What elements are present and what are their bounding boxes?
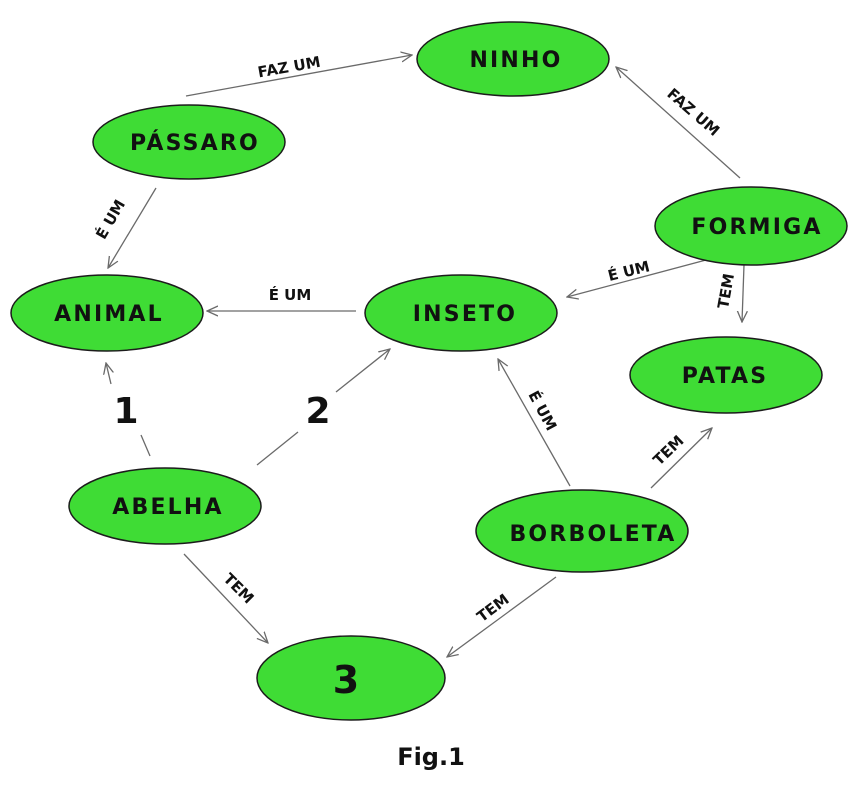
edge-passaro-animal: É UM <box>91 187 157 268</box>
edge-label-tem: TEM <box>473 590 512 626</box>
edge-line <box>498 359 571 487</box>
node-borboleta: BORBOLETA <box>475 489 689 573</box>
edge-abelha-animal: 1 <box>106 363 151 457</box>
edge-line <box>650 428 712 489</box>
edge-label-e-um: É UM <box>91 196 129 242</box>
node-shape <box>475 489 689 573</box>
edge-label-tem: TEM <box>650 432 688 470</box>
edge-label-tem: TEM <box>220 570 258 608</box>
edge-line <box>742 264 744 322</box>
edge-line <box>447 576 557 657</box>
node-shape <box>92 104 286 180</box>
edge-line <box>185 55 412 97</box>
node-shape <box>68 467 262 545</box>
edge-line <box>183 553 268 643</box>
node-label-inseto: INSETO <box>413 302 517 327</box>
edge-line-upper <box>106 363 111 385</box>
node-label-formiga: FORMIGA <box>691 215 822 240</box>
node-label-passaro: PÁSSARO <box>130 130 260 156</box>
edge-abelha-inseto: 2 <box>256 349 390 466</box>
edge-line-lower <box>140 434 151 457</box>
edge-formiga-patas: TEM <box>714 264 744 322</box>
node-label-abelha: ABELHA <box>112 495 223 520</box>
edge-label-blank-1: 1 <box>113 391 138 432</box>
node-shape <box>416 21 610 97</box>
edge-abelha-blank3: TEM <box>183 553 268 643</box>
node-blank-3: 3 <box>256 635 446 721</box>
node-passaro: PÁSSARO <box>92 104 286 180</box>
edge-label-faz-um: FAZ UM <box>663 85 723 140</box>
edge-label-blank-2: 2 <box>305 391 330 432</box>
edge-label-tem: TEM <box>714 272 738 310</box>
node-label-borboleta: BORBOLETA <box>509 522 676 547</box>
node-shape <box>256 635 446 721</box>
node-label-patas: PATAS <box>682 364 769 389</box>
node-abelha: ABELHA <box>68 467 262 545</box>
node-shape <box>364 274 558 352</box>
edge-borboleta-inseto: É UM <box>498 359 571 487</box>
edge-label-e-um: É UM <box>269 285 312 304</box>
node-formiga: FORMIGA <box>654 186 848 266</box>
node-label-ninho: NINHO <box>469 48 562 73</box>
edge-line-lower <box>256 431 299 466</box>
edge-formiga-ninho: FAZ UM <box>616 67 741 179</box>
node-ninho: NINHO <box>416 21 610 97</box>
edge-line-upper <box>335 349 390 393</box>
node-patas: PATAS <box>629 336 823 414</box>
node-label-animal: ANIMAL <box>54 302 164 327</box>
node-animal: ANIMAL <box>10 274 204 352</box>
edge-line <box>616 67 741 179</box>
node-shape <box>629 336 823 414</box>
node-shape <box>10 274 204 352</box>
edge-formiga-inseto: É UM <box>567 256 707 297</box>
edge-label-e-um: É UM <box>524 387 561 434</box>
edge-line <box>567 259 707 297</box>
edge-borboleta-blank3: TEM <box>447 576 557 657</box>
edge-passaro-ninho: FAZ UM <box>185 53 412 97</box>
edge-line <box>108 187 157 268</box>
edge-borboleta-patas: TEM <box>650 428 712 489</box>
figure-caption: Fig.1 <box>397 743 465 771</box>
edge-inseto-animal: É UM <box>207 285 356 311</box>
node-label-blank-3: 3 <box>333 658 359 702</box>
node-shape <box>654 186 848 266</box>
node-inseto: INSETO <box>364 274 558 352</box>
